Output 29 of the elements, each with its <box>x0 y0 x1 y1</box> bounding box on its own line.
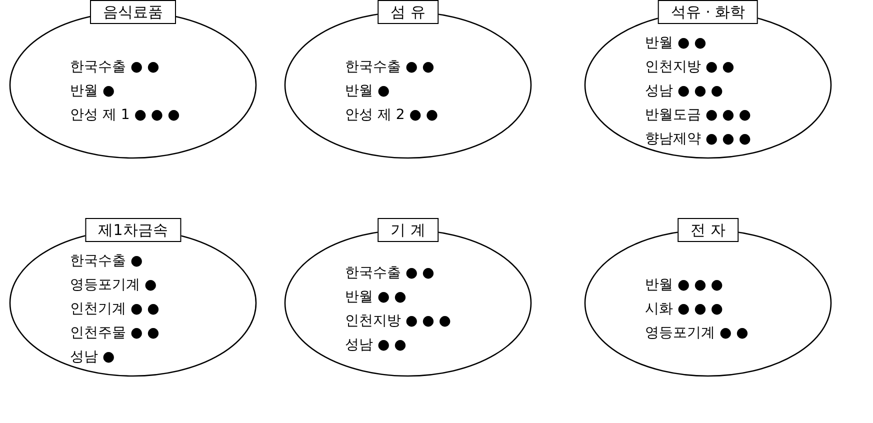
company-rating: 성남 ● <box>70 348 115 367</box>
company-rating: 반월 ● ● <box>645 34 706 53</box>
company-rating: 반월도금 ● ● ● <box>645 106 751 125</box>
company-rating: 반월 ● ● ● <box>645 276 723 295</box>
company-rating: 한국수출 ● <box>70 252 143 271</box>
category-title: 음식료품 <box>90 0 176 24</box>
company-rating: 인천기계 ● ● <box>70 300 160 319</box>
company-rating: 안성 제 1 ● ● ● <box>70 106 180 125</box>
category-title: 석유 · 화학 <box>658 0 758 24</box>
company-rating: 인천지방 ● ● <box>645 58 734 77</box>
company-rating: 반월 ● <box>345 82 390 101</box>
company-rating: 인천지방 ● ● ● <box>345 312 451 331</box>
category-title: 전 자 <box>678 218 738 242</box>
company-rating: 반월 ● ● <box>345 288 406 307</box>
company-rating: 영등포기계 ● <box>70 276 157 295</box>
company-rating: 반월 ● <box>70 82 115 101</box>
company-rating: 향남제약 ● ● ● <box>645 130 751 149</box>
category-title: 섬 유 <box>378 0 438 24</box>
category-title: 제1차금속 <box>85 218 181 242</box>
company-rating: 안성 제 2 ● ● <box>345 106 438 125</box>
company-rating: 한국수출 ● ● <box>70 58 160 77</box>
company-rating: 성남 ● ● <box>345 336 406 355</box>
company-rating: 한국수출 ● ● <box>345 58 434 77</box>
company-rating: 한국수출 ● ● <box>345 264 434 283</box>
company-rating: 성남 ● ● ● <box>645 82 723 101</box>
company-rating: 인천주물 ● ● <box>70 324 160 343</box>
company-rating: 영등포기계 ● ● <box>645 324 748 343</box>
company-rating: 시화 ● ● ● <box>645 300 723 319</box>
category-title: 기 계 <box>378 218 438 242</box>
